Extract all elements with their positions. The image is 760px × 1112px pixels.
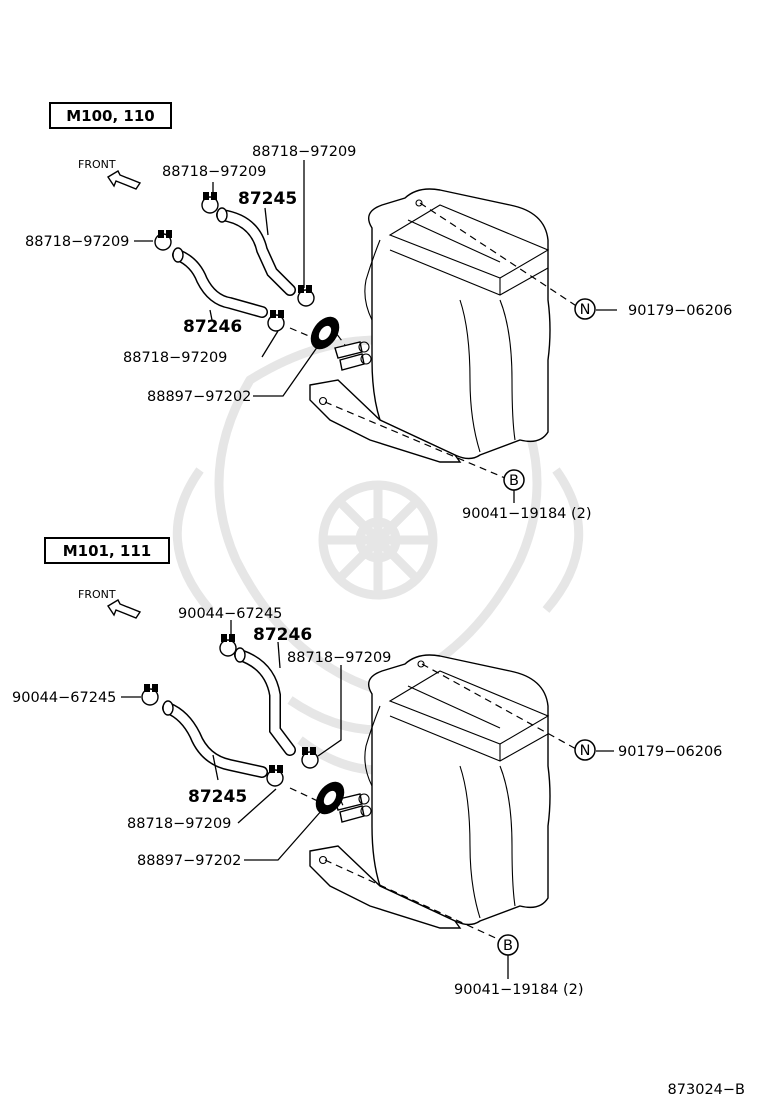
part-label-clamp-top-left: 88718−97209 <box>162 164 266 180</box>
hose-lower <box>172 247 268 318</box>
bolt-callout-letter: B <box>503 938 513 954</box>
part-label-nut: 90179−06206 <box>628 303 732 319</box>
front-arrow-icon <box>107 599 142 619</box>
part-label-clamp-mid: 88718−97209 <box>127 816 231 832</box>
nut-callout-icon <box>574 298 596 320</box>
clamp-icon <box>141 684 159 706</box>
clamp-icon <box>301 747 319 769</box>
part-label-clamp-left: 90044−67245 <box>12 690 116 706</box>
part-label-clamp-top-left: 90044−67245 <box>178 606 282 622</box>
front-arrow-icon <box>107 170 142 190</box>
front-label: FRONT <box>78 158 116 171</box>
section-m101-111: M101, 111 FRONT <box>12 537 722 998</box>
clamp-icon <box>219 634 237 657</box>
part-label-gasket: 88897−97202 <box>147 389 251 405</box>
clamp-icon <box>154 230 172 251</box>
bolt-callout-icon <box>503 469 525 491</box>
bolt-callout-letter: B <box>509 473 519 489</box>
part-label-hose-upper: 87246 <box>253 625 312 645</box>
part-label-nut: 90179−06206 <box>618 744 722 760</box>
part-label-clamp-top-right: 88718−97209 <box>287 650 391 666</box>
nut-callout-letter: N <box>580 743 591 759</box>
part-label-bolt: 90041−19184 (2) <box>462 506 592 522</box>
nut-callout-icon <box>574 739 596 761</box>
heater-unit <box>309 654 551 929</box>
part-label-bolt: 90041−19184 (2) <box>454 982 584 998</box>
hose-lower <box>162 700 268 778</box>
model-box <box>49 102 172 129</box>
figure-code: 873024−B <box>668 1082 745 1098</box>
model-box <box>44 537 170 564</box>
clamp-icon <box>267 310 285 332</box>
part-label-hose-upper: 87245 <box>238 189 297 209</box>
clamp-icon <box>201 192 219 214</box>
model-label: M100, 110 <box>66 107 154 125</box>
part-label-hose-lower: 87246 <box>183 317 242 337</box>
part-label-clamp-left: 88718−97209 <box>25 234 129 250</box>
bolt-callout-icon <box>497 934 519 956</box>
section-m100-110: M100, 110 FRONT <box>25 102 732 522</box>
part-label-gasket: 88897−97202 <box>137 853 241 869</box>
clamp-icon <box>266 765 284 787</box>
model-label: M101, 111 <box>63 542 151 560</box>
gasket-88897 <box>310 316 340 350</box>
heater-unit <box>309 188 551 463</box>
front-label: FRONT <box>78 588 116 601</box>
hose-upper <box>234 647 296 756</box>
clamp-icon <box>297 285 315 307</box>
nut-callout-letter: N <box>580 302 591 318</box>
hose-upper <box>216 207 296 296</box>
part-label-clamp-mid: 88718−97209 <box>123 350 227 366</box>
part-label-clamp-top-right: 88718−97209 <box>252 144 356 160</box>
part-label-hose-lower: 87245 <box>188 787 247 807</box>
gasket-88897 <box>315 781 345 815</box>
